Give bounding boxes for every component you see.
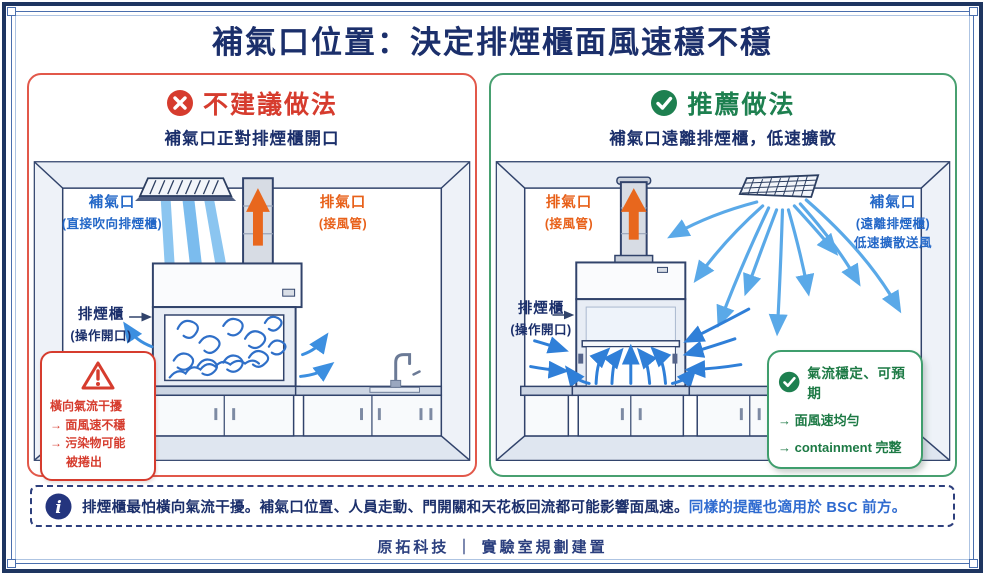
fume-hood-label: 排煙櫃 (操作開口) <box>70 307 132 343</box>
fume-hood-label: 排煙櫃 (操作開口) <box>510 301 572 337</box>
check-icon-small <box>778 371 800 393</box>
faucet-icon <box>394 353 421 388</box>
info-icon: i <box>45 493 72 519</box>
inflow-arrows <box>529 307 751 389</box>
left-panel-title: 不建議做法 <box>202 91 338 119</box>
turbulence-swirls <box>168 315 287 379</box>
warning-triangle-icon <box>81 361 115 390</box>
exhaust-duct <box>242 177 274 265</box>
warning-box: 橫向氣流干擾 → 面風速不穩 → 污染物可能 被捲出 <box>40 351 156 482</box>
svg-text:i: i <box>55 498 61 518</box>
benefit-line: → containment 完整 <box>778 440 902 455</box>
info-text-main: 排煙櫃最怕橫向氣流干擾。補氣口位置、人員走動、門開關和天花板回流都可能影響面風速… <box>82 499 689 516</box>
exhaust-duct <box>614 176 654 265</box>
right-panel-title: 推薦做法 <box>687 91 796 119</box>
scene-right-lab-room <box>495 161 951 461</box>
fume-hood <box>571 261 691 437</box>
benefit-line: 氣流穩定、可預期 <box>807 366 906 401</box>
supply-vent-label: 補氣口 (遠離排煙櫃) 低速擴散送風 <box>853 195 932 250</box>
benefit-line: → 面風速均勻 <box>778 413 860 428</box>
frame-corner-ornament <box>969 7 978 16</box>
exhaust-vent-label: 排氣口 (接風管) <box>318 195 368 231</box>
frame-corner-ornament <box>7 7 16 16</box>
warning-line: 被捲出 <box>66 454 103 469</box>
exhaust-up-arrow <box>246 188 270 246</box>
exhaust-up-arrow <box>620 188 647 240</box>
warning-line: → 污染物可能 <box>50 436 126 451</box>
supply-vent-label: 補氣口 (直接吹向排煙櫃) <box>61 195 163 231</box>
right-panel-subtitle: 補氣口遠離排煙櫃，低速擴散 <box>609 130 837 148</box>
page-title: 補氣口位置：決定排煙櫃面風速穩不穩 <box>212 25 773 60</box>
fume-hood <box>148 262 303 437</box>
frame-corner-ornament <box>7 559 16 568</box>
counter-and-sink <box>294 353 443 437</box>
info-bar: i 排煙櫃最怕橫向氣流干擾。補氣口位置、人員走動、門開關和天花板回流都可能影響面… <box>30 485 955 527</box>
benefit-box: 氣流穩定、可預期 → 面風速均勻 → containment 完整 <box>767 350 923 469</box>
footer-brand-text: 原拓科技 ｜ 實驗室規劃建置 <box>377 539 608 556</box>
right-panel-header: 推薦做法 補氣口遠離排煙櫃，低速擴散 <box>491 85 955 149</box>
warning-line: 橫向氣流干擾 <box>50 399 123 413</box>
left-panel-header: 不建議做法 補氣口正對排煙櫃開口 <box>29 85 475 149</box>
left-panel-subtitle: 補氣口正對排煙櫃開口 <box>164 130 340 148</box>
ceiling-diffuser-icon <box>135 177 237 202</box>
left-panel-not-recommended: 不建議做法 補氣口正對排煙櫃開口 <box>27 73 477 482</box>
cross-icon <box>166 90 193 116</box>
right-panel-recommended: 推薦做法 補氣口遠離排煙櫃，低速擴散 <box>489 73 957 477</box>
ceiling-diffuser-icon <box>738 174 820 198</box>
frame-corner-ornament <box>969 559 978 568</box>
check-icon <box>651 90 678 116</box>
warning-line: → 面風速不穩 <box>50 417 126 432</box>
exhaust-vent-label: 排氣口 (接風管) <box>544 195 594 231</box>
info-text-highlight: 同樣的提醒也適用於 BSC 前方。 <box>688 499 907 516</box>
info-text: 排煙櫃最怕橫向氣流干擾。補氣口位置、人員走動、門開關和天花板回流都可能影響面風速… <box>82 496 907 517</box>
supply-fan-arrows <box>667 198 902 337</box>
